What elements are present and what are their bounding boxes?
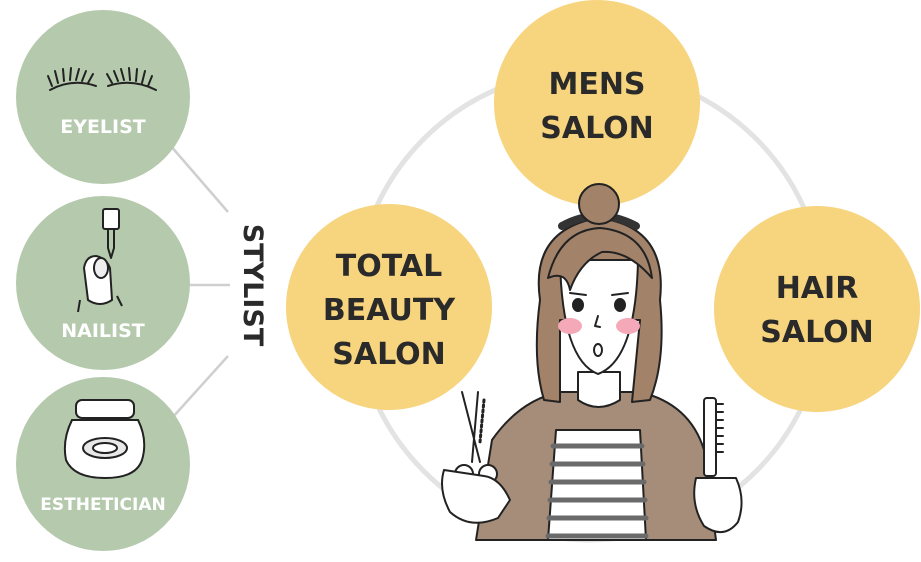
mens-salon-circle [494,0,700,206]
total-beauty-line2: BEAUTY [323,293,456,328]
mens-salon-line1: MENS [548,67,645,102]
stylist-illustration [442,184,742,540]
stylist-group-label: STYLIST [237,224,268,347]
eyelist-label: EYELIST [60,116,146,138]
hair-salon-circle [714,206,920,412]
scissors-icon [455,392,497,483]
esthetician-label: ESTHETICIAN [40,495,165,515]
comb-icon [704,398,723,476]
hair-salon-line1: HAIR [776,271,859,306]
cream-jar-icon [65,400,144,478]
total-beauty-line1: TOTAL [336,249,442,284]
mens-salon-line2: SALON [540,111,653,146]
salon-hair: HAIR SALON [714,206,920,412]
hair-salon-line2: SALON [760,315,873,350]
eyelist-circle [16,10,190,184]
salon-total-beauty: TOTAL BEAUTY SALON [286,204,492,410]
nailist-label: NAILIST [61,320,145,342]
salon-mens: MENS SALON [494,0,700,206]
role-eyelist: EYELIST [16,10,190,184]
total-beauty-line3: SALON [332,337,445,372]
role-nailist: NAILIST [16,196,190,370]
role-esthetician: ESTHETICIAN [16,377,190,551]
